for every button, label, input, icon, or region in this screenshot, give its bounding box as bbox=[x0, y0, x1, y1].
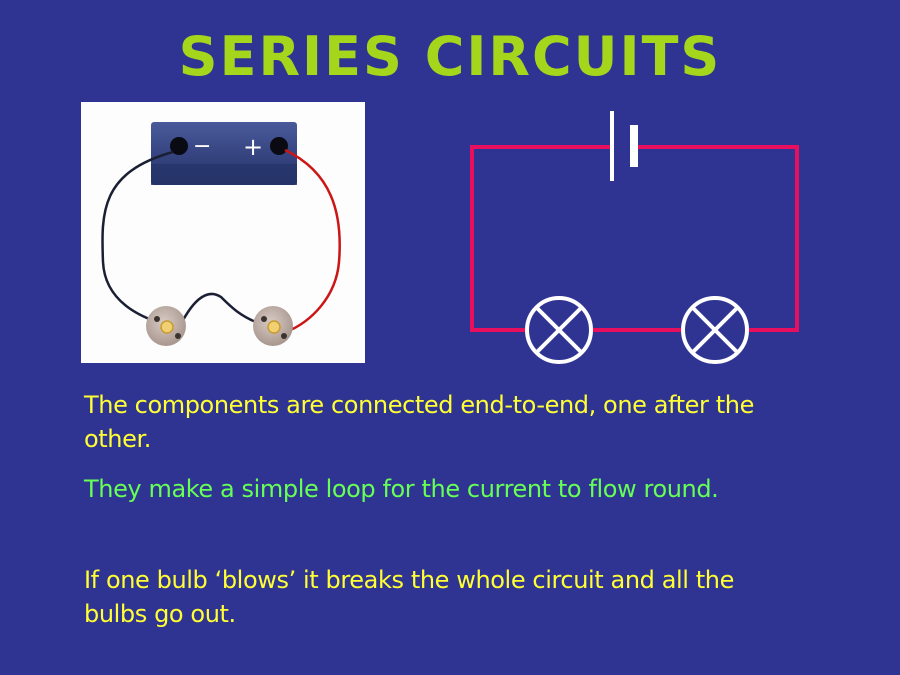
battery-box: − + bbox=[151, 122, 297, 185]
cell-symbol bbox=[610, 111, 638, 181]
plus-label: + bbox=[243, 133, 263, 161]
paragraph-connected: The components are connected end-to-end,… bbox=[84, 391, 754, 453]
lamp-symbol-2 bbox=[681, 296, 749, 364]
circuit-photo: − + bbox=[81, 102, 365, 363]
slide-title: SERIES CIRCUITS bbox=[178, 25, 722, 88]
bulb-holder-left bbox=[146, 306, 186, 346]
circuit-wires bbox=[470, 145, 799, 332]
bulb-holder-right bbox=[253, 306, 293, 346]
paragraph-loop: They make a simple loop for the current … bbox=[84, 475, 719, 503]
red-wire-right bbox=[284, 148, 341, 334]
circuit-photo-illustration: − + bbox=[101, 122, 341, 346]
paragraph-bulb-blows: If one bulb ‘blows’ it breaks the whole … bbox=[84, 566, 734, 628]
lamp-symbol-1 bbox=[525, 296, 593, 364]
black-wire-left bbox=[101, 150, 174, 326]
black-wire-middle bbox=[175, 292, 262, 333]
minus-label: − bbox=[193, 134, 211, 159]
